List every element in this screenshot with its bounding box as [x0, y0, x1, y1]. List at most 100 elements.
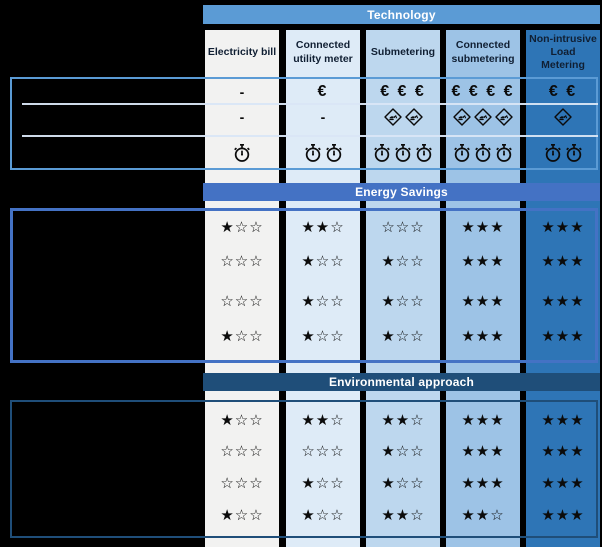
- cell-energy-savings-row2-col2: ★☆☆: [286, 247, 360, 275]
- stopwatch-icon: [372, 143, 392, 163]
- cell-energy-savings-row1-col3: ☆☆☆: [366, 213, 440, 241]
- star-rating: ★☆☆: [301, 506, 345, 524]
- cell-energy-savings-row2-col1: ☆☆☆: [205, 247, 279, 275]
- star-rating: ★★★: [461, 218, 505, 236]
- cell-environmental-approach-row3-col4: ★★★: [446, 469, 520, 497]
- star-rating: ☆☆☆: [220, 474, 264, 492]
- star-rating: ★★★: [541, 327, 585, 345]
- star-rating: ★★☆: [461, 506, 505, 524]
- no-value-dash: -: [320, 109, 326, 125]
- column-strip-2: Connected utility meter: [286, 30, 360, 547]
- star-rating: ★★★: [541, 252, 585, 270]
- cell-technology-row1-col2: €: [286, 78, 360, 106]
- star-rating: ☆☆☆: [220, 252, 264, 270]
- row-label-energy-savings-4: [22, 324, 202, 348]
- row-label-technology-3: [22, 141, 202, 165]
- cell-energy-savings-row3-col5: ★★★: [526, 287, 600, 315]
- cell-technology-row1-col1: -: [205, 78, 279, 106]
- star-rating: ☆☆☆: [220, 292, 264, 310]
- column-strip-1: Electricity bill: [205, 30, 279, 547]
- star-rating: ★★★: [461, 411, 505, 429]
- cell-environmental-approach-row1-col1: ★☆☆: [205, 406, 279, 434]
- star-rating: ★★★: [461, 292, 505, 310]
- stopwatch-icon: [393, 143, 413, 163]
- column-strip-3: Submetering: [366, 30, 440, 547]
- euro-symbol: € € €: [380, 83, 426, 100]
- stopwatch-icon: [324, 143, 344, 163]
- construction-sign-icon: [553, 107, 573, 127]
- construction-sign-icon: [383, 107, 403, 127]
- row-label-energy-savings-2: [22, 249, 202, 273]
- star-rating: ★★★: [541, 218, 585, 236]
- cell-environmental-approach-row3-col3: ★☆☆: [366, 469, 440, 497]
- cell-technology-row2-col4: [446, 103, 520, 131]
- row-label-energy-savings-3: [22, 289, 202, 313]
- cell-technology-row3-col1: [205, 139, 279, 167]
- row-label-technology-2: [22, 105, 202, 129]
- star-rating: ★★★: [461, 327, 505, 345]
- cell-energy-savings-row1-col2: ★★☆: [286, 213, 360, 241]
- column-header-2: Connected utility meter: [293, 39, 353, 65]
- stopwatch-icon: [303, 143, 323, 163]
- cell-environmental-approach-row3-col5: ★★★: [526, 469, 600, 497]
- cell-environmental-approach-row2-col1: ☆☆☆: [205, 437, 279, 465]
- star-rating: ★★★: [541, 292, 585, 310]
- euro-symbol: €: [317, 83, 329, 100]
- star-rating: ★★★: [541, 411, 585, 429]
- star-rating: ★☆☆: [381, 327, 425, 345]
- cell-environmental-approach-row4-col3: ★★☆: [366, 501, 440, 529]
- star-rating: ☆☆☆: [381, 218, 425, 236]
- cell-environmental-approach-row3-col1: ☆☆☆: [205, 469, 279, 497]
- star-rating: ★★★: [461, 442, 505, 460]
- cell-energy-savings-row3-col4: ★★★: [446, 287, 520, 315]
- column-strip-4: Connected submetering: [446, 30, 520, 547]
- cell-energy-savings-row1-col1: ★☆☆: [205, 213, 279, 241]
- cell-energy-savings-row1-col4: ★★★: [446, 213, 520, 241]
- stopwatch-icon: [452, 143, 472, 163]
- column-header-4: Connected submetering: [451, 39, 515, 65]
- cell-environmental-approach-row1-col4: ★★★: [446, 406, 520, 434]
- column-header-5: Non-intrusive Load Metering: [529, 32, 597, 72]
- star-rating: ★☆☆: [220, 506, 264, 524]
- star-rating: ★★☆: [301, 218, 345, 236]
- star-rating: ★★★: [541, 442, 585, 460]
- star-rating: ★☆☆: [220, 218, 264, 236]
- no-value-dash: -: [239, 109, 245, 125]
- section-banner-energy-savings: Energy Savings: [203, 183, 600, 201]
- cell-technology-row2-col2: -: [286, 103, 360, 131]
- row-label-environmental-approach-2: [22, 439, 202, 463]
- cell-energy-savings-row4-col2: ★☆☆: [286, 322, 360, 350]
- cell-technology-row2-col3: [366, 103, 440, 131]
- cell-energy-savings-row4-col4: ★★★: [446, 322, 520, 350]
- cell-environmental-approach-row1-col2: ★★☆: [286, 406, 360, 434]
- cell-energy-savings-row4-col3: ★☆☆: [366, 322, 440, 350]
- star-rating: ★☆☆: [301, 252, 345, 270]
- star-rating: ★☆☆: [301, 327, 345, 345]
- stopwatch-icon: [473, 143, 493, 163]
- technology-row-divider-2: [22, 134, 598, 137]
- cell-technology-row1-col5: € €: [526, 78, 600, 106]
- stopwatch-icon: [543, 143, 563, 163]
- star-rating: ★★★: [541, 506, 585, 524]
- star-rating: ★☆☆: [381, 252, 425, 270]
- cell-technology-row2-col1: -: [205, 103, 279, 131]
- row-label-technology-1: [22, 80, 202, 104]
- column-header-1: Electricity bill: [207, 45, 277, 58]
- cell-environmental-approach-row1-col3: ★★☆: [366, 406, 440, 434]
- cell-technology-row3-col3: [366, 139, 440, 167]
- cell-environmental-approach-row3-col2: ★☆☆: [286, 469, 360, 497]
- star-rating: ☆☆☆: [220, 442, 264, 460]
- row-label-environmental-approach-3: [22, 471, 202, 495]
- section-banner-environmental-approach: Environmental approach: [203, 373, 600, 391]
- star-rating: ★☆☆: [381, 442, 425, 460]
- star-rating: ★☆☆: [220, 327, 264, 345]
- cell-technology-row1-col4: € € € €: [446, 78, 520, 106]
- no-value-dash: -: [239, 84, 245, 100]
- star-rating: ★☆☆: [381, 292, 425, 310]
- euro-symbol: € € € €: [451, 83, 515, 100]
- row-label-energy-savings-1: [22, 215, 202, 239]
- row-label-environmental-approach-1: [22, 408, 202, 432]
- cell-energy-savings-row2-col5: ★★★: [526, 247, 600, 275]
- cell-environmental-approach-row4-col4: ★★☆: [446, 501, 520, 529]
